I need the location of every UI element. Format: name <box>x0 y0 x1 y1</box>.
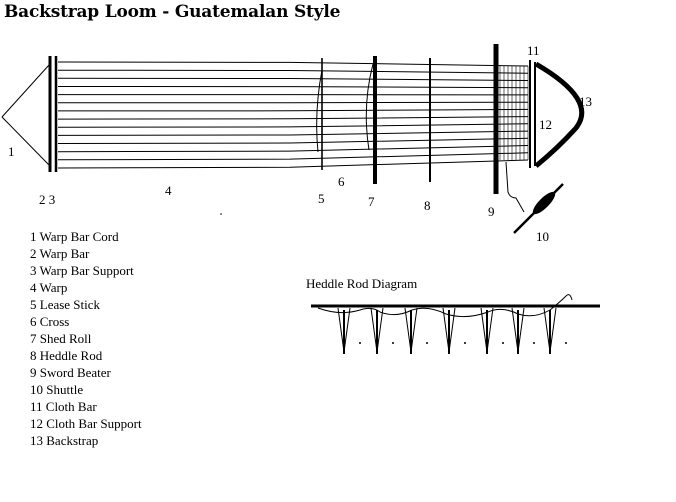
heddle-rod-diagram <box>311 294 600 354</box>
label-4: 4 <box>165 183 172 198</box>
warp-thread <box>57 145 529 153</box>
warp-thread <box>57 108 529 112</box>
legend-item: 4 Warp <box>30 280 68 295</box>
label-6: 6 <box>338 174 345 189</box>
warp-dot <box>426 342 428 344</box>
label-11: 11 <box>527 43 540 58</box>
warp-thread <box>57 86 529 89</box>
label-12: 12 <box>539 117 552 132</box>
diagram-title: Backstrap Loom - Guatemalan Style <box>4 2 341 22</box>
warp-thread <box>57 116 529 120</box>
warp-dot <box>565 342 567 344</box>
label-10: 10 <box>536 229 549 244</box>
warp-thread <box>57 61 529 67</box>
label-5: 5 <box>318 191 325 206</box>
warp-dot <box>392 342 394 344</box>
legend-item: 6 Cross <box>30 314 70 329</box>
legend-item: 11 Cloth Bar <box>30 399 97 414</box>
legend-item: 10 Shuttle <box>30 382 84 397</box>
warp-threads <box>57 61 529 169</box>
weft-thread <box>505 161 525 213</box>
legend-item: 8 Heddle Rod <box>30 348 103 363</box>
cross <box>316 69 323 153</box>
warp-dot <box>359 342 361 344</box>
warp-thread <box>57 152 529 161</box>
legend-item: 7 Shed Roll <box>30 331 92 346</box>
legend-item: 9 Sword Beater <box>30 365 111 380</box>
warp-thread <box>57 137 529 144</box>
legend-item: 3 Warp Bar Support <box>30 263 134 278</box>
warp-dot <box>464 342 466 344</box>
warp-thread <box>57 101 529 104</box>
heddle-loops <box>337 307 567 354</box>
label-13: 13 <box>579 94 592 109</box>
cross-second <box>365 63 374 151</box>
legend-item: 12 Cloth Bar Support <box>30 416 142 431</box>
warp-thread <box>57 69 529 74</box>
legend-item: 13 Backstrap <box>30 433 99 448</box>
shuttle <box>513 183 564 234</box>
cloth-threads <box>499 66 529 160</box>
legend-item: 1 Warp Bar Cord <box>30 229 119 244</box>
stray-dot <box>220 213 222 215</box>
legend-item: 5 Lease Stick <box>30 297 101 312</box>
label-7: 7 <box>368 194 375 209</box>
backstrap <box>534 61 585 168</box>
label-9: 9 <box>488 204 495 219</box>
label-2-3: 2 3 <box>39 192 55 207</box>
warp-dot <box>533 342 535 344</box>
warp-bar-cord <box>1 64 50 166</box>
warp-thread <box>57 130 529 136</box>
legend-item: 2 Warp Bar <box>30 246 90 261</box>
warp-dot <box>502 342 504 344</box>
label-8: 8 <box>424 198 431 213</box>
label-1: 1 <box>8 144 15 159</box>
legend: 1 Warp Bar Cord 2 Warp Bar 3 Warp Bar Su… <box>30 228 142 449</box>
warp-thread <box>57 123 529 128</box>
heddle-diagram-title: Heddle Rod Diagram <box>306 276 418 291</box>
warp-thread <box>57 159 529 169</box>
warp-thread <box>57 77 529 81</box>
